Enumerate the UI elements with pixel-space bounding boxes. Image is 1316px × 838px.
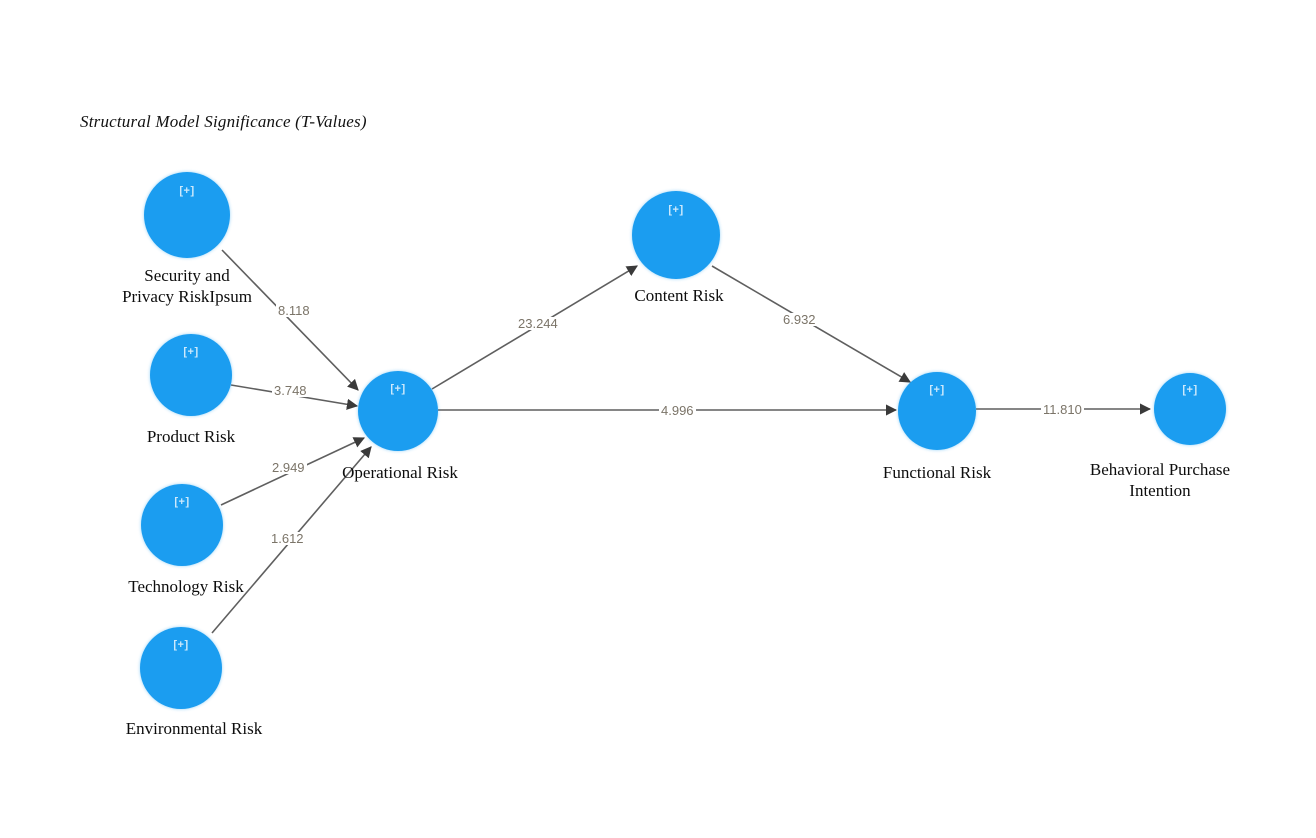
edge-label-product-to-operational: 3.748 bbox=[272, 383, 309, 398]
edge-security-to-operational bbox=[221, 249, 359, 391]
edge-label-environmental-to-operational: 1.612 bbox=[269, 531, 306, 546]
edge-label-security-to-operational: 8.118 bbox=[276, 303, 312, 318]
node-label-content-risk: Content Risk bbox=[634, 286, 724, 305]
page-title: Structural Model Significance (T-Values) bbox=[80, 112, 367, 131]
node-content-risk[interactable]: [+] bbox=[632, 191, 720, 279]
node-label-product-risk: Product Risk bbox=[146, 427, 236, 446]
node-behavioral-purchase-intention[interactable]: [+] bbox=[1154, 373, 1226, 445]
node-expand-badge-icon[interactable]: [+] bbox=[183, 346, 199, 358]
edge-label-functional-to-behavioral: 11.810 bbox=[1041, 402, 1084, 417]
node-expand-badge-icon[interactable]: [+] bbox=[1182, 384, 1198, 396]
node-security-privacy-risk[interactable]: [+] bbox=[144, 172, 230, 258]
node-label-security-privacy-risk: Security and Privacy RiskIpsum bbox=[122, 266, 252, 306]
node-label-technology-risk: Technology Risk bbox=[128, 577, 244, 596]
node-technology-risk[interactable]: [+] bbox=[141, 484, 223, 566]
node-label-functional-risk: Functional Risk bbox=[882, 463, 992, 482]
edge-label-content-to-functional: 6.932 bbox=[781, 312, 818, 327]
node-expand-badge-icon[interactable]: [+] bbox=[390, 383, 406, 395]
node-expand-badge-icon[interactable]: [+] bbox=[174, 496, 190, 508]
node-label-behavioral-purchase-intention: Behavioral Purchase Intention bbox=[1089, 460, 1231, 500]
node-product-risk[interactable]: [+] bbox=[150, 334, 232, 416]
node-label-operational-risk: Operational Risk bbox=[342, 463, 458, 482]
edge-label-technology-to-operational: 2.949 bbox=[270, 460, 307, 475]
node-expand-badge-icon[interactable]: [+] bbox=[173, 639, 189, 651]
node-expand-badge-icon[interactable]: [+] bbox=[179, 185, 195, 197]
node-functional-risk[interactable]: [+] bbox=[898, 372, 976, 450]
node-expand-badge-icon[interactable]: [+] bbox=[668, 204, 684, 216]
edge-label-operational-to-content: 23.244 bbox=[516, 316, 560, 331]
node-expand-badge-icon[interactable]: [+] bbox=[929, 384, 945, 396]
edge-lines bbox=[211, 249, 1152, 634]
node-environmental-risk[interactable]: [+] bbox=[140, 627, 222, 709]
edge-label-operational-to-functional: 4.996 bbox=[659, 403, 696, 418]
node-operational-risk[interactable]: [+] bbox=[358, 371, 438, 451]
node-label-environmental-risk: Environmental Risk bbox=[125, 719, 263, 738]
